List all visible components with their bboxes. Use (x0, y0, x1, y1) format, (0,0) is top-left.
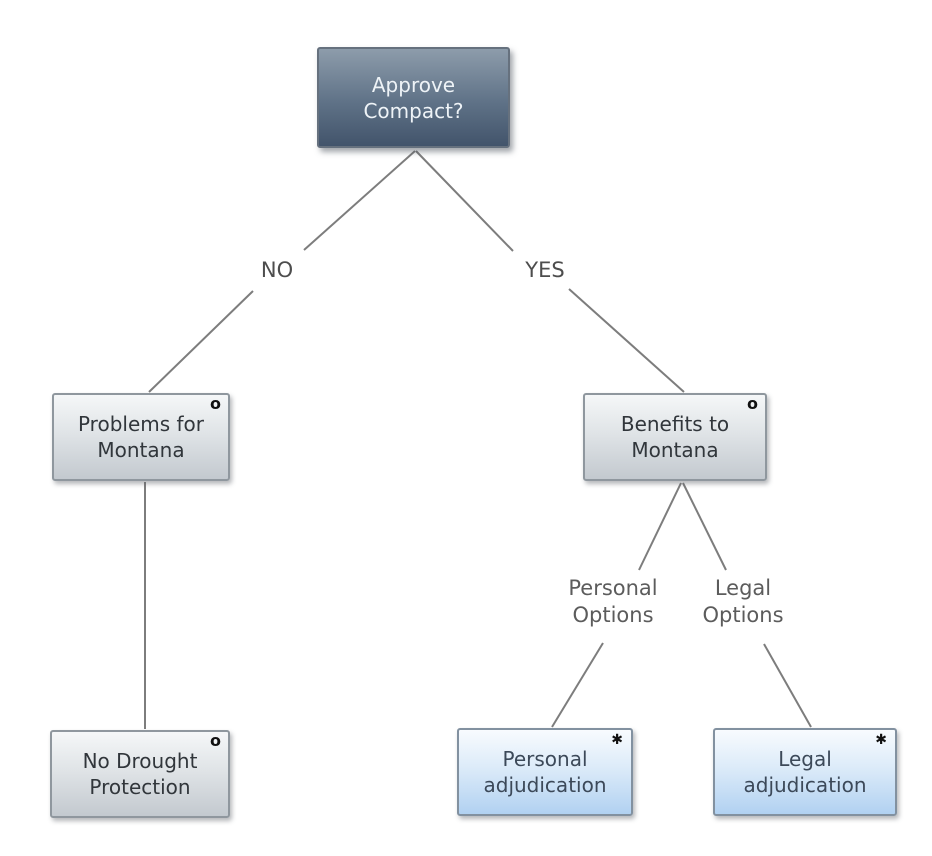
node-legal-adjudication-label: Legal adjudication (743, 747, 867, 797)
edge-label-legal-options: Legal Options (702, 576, 784, 628)
node-approve-compact: Approve Compact? (317, 47, 510, 148)
note-icon: o (747, 394, 758, 413)
edge-benefits-to-label-personal (638, 482, 682, 571)
note-icon: o (210, 731, 221, 750)
edge-root-to-label-yes (415, 150, 514, 252)
edge-label-personal-options: Personal Options (568, 576, 658, 628)
asterisk-icon: ✱ (611, 732, 623, 748)
edge-label-no-to-problems (148, 290, 254, 393)
node-approve-compact-label: Approve Compact? (363, 72, 464, 123)
edge-label-yes-to-benefits (568, 288, 685, 393)
edge-label-legal-to-legal_adj (763, 643, 812, 728)
node-legal-adjudication: Legal adjudication ✱ (713, 728, 897, 816)
node-no-drought-protection-label: No Drought Protection (82, 749, 198, 799)
node-personal-adjudication-label: Personal adjudication (483, 747, 607, 797)
edge-label-no: NO (260, 258, 294, 282)
node-problems-for-montana-label: Problems for Montana (77, 412, 205, 462)
node-problems-for-montana: Problems for Montana o (52, 393, 230, 481)
node-benefits-to-montana-label: Benefits to Montana (620, 412, 730, 462)
node-personal-adjudication: Personal adjudication ✱ (457, 728, 633, 816)
node-benefits-to-montana: Benefits to Montana o (583, 393, 767, 481)
edge-label-yes: YES (525, 258, 565, 282)
note-icon: o (210, 394, 221, 413)
edge-label-personal-to-personal_adj (551, 642, 604, 728)
node-no-drought-protection: No Drought Protection o (50, 730, 230, 818)
edge-root-to-label-no (303, 150, 416, 251)
asterisk-icon: ✱ (875, 732, 887, 748)
edge-benefits-to-label-legal (682, 482, 727, 571)
